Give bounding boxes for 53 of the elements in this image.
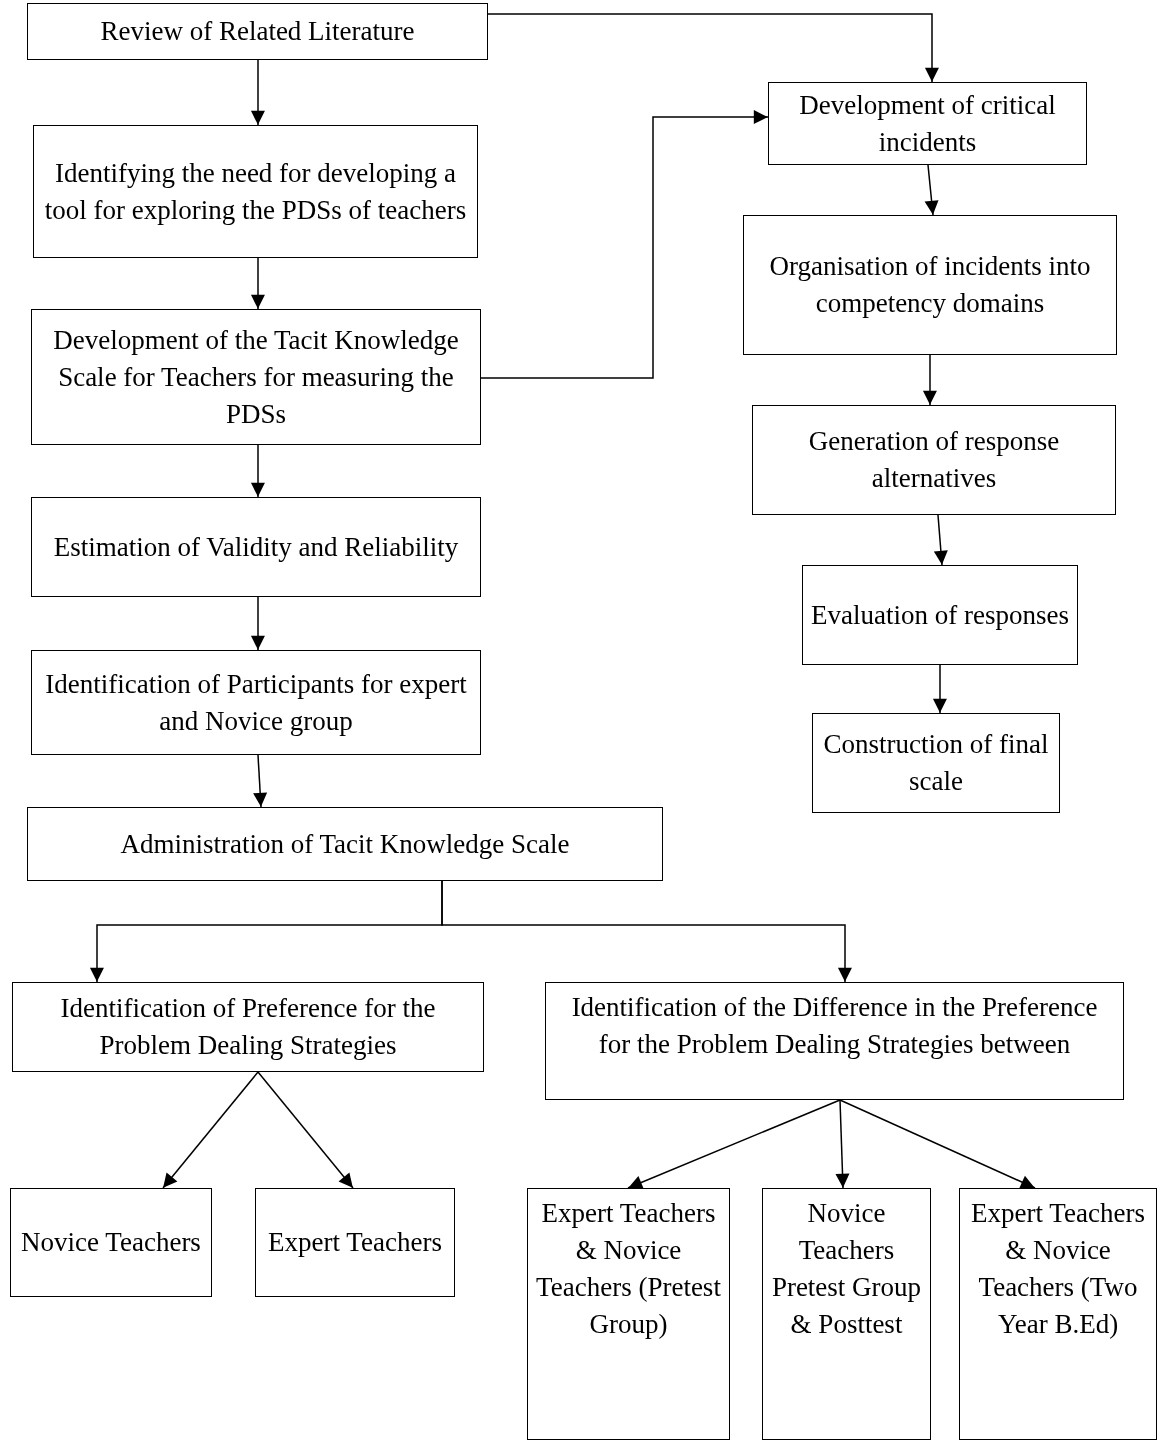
process-box xyxy=(545,982,1124,1100)
process-box xyxy=(10,1188,212,1297)
box-text: Administration of Tacit Knowledge Scale xyxy=(120,827,570,861)
arrow xyxy=(257,1071,354,1189)
arrow xyxy=(932,664,947,714)
box-text: Construction of final scale xyxy=(822,728,1050,798)
box-text: Identification of the Difference in the Preference for the Problem Dealing Strategies between xyxy=(570,991,1099,1061)
arrow xyxy=(839,1099,1036,1189)
process-box xyxy=(31,497,481,597)
process-box xyxy=(27,807,663,881)
process-box xyxy=(802,565,1078,665)
box-text: Identifying the need for developing a tool for exploring the PDSs of teachers xyxy=(43,156,468,227)
process-box xyxy=(959,1188,1157,1440)
box-text: Expert Teachers & Novice Teachers (Pretest Group) xyxy=(536,1197,721,1341)
process-box xyxy=(743,215,1117,355)
arrow xyxy=(250,257,265,310)
process-box xyxy=(255,1188,455,1297)
arrow xyxy=(250,59,265,126)
process-box xyxy=(768,82,1087,165)
process-box xyxy=(527,1188,730,1440)
process-box xyxy=(33,125,478,258)
box-text: Development of the Tacit Knowledge Scale for Teachers for measuring the PDSs xyxy=(52,323,460,431)
box-text: Review of Related Literature xyxy=(100,15,415,48)
box-text: Novice Teachers xyxy=(21,1226,201,1259)
box-text: Estimation of Validity and Reliability xyxy=(53,530,459,564)
arrow xyxy=(933,514,948,566)
arrow xyxy=(835,1099,850,1189)
box-text: Expert Teachers xyxy=(268,1226,442,1259)
box-text: Development of critical incidents xyxy=(798,88,1057,159)
arrow xyxy=(924,164,939,216)
process-box xyxy=(31,309,481,445)
arrow xyxy=(487,13,939,83)
process-box xyxy=(31,650,481,755)
arrow xyxy=(250,444,265,498)
box-text: Organisation of incidents into competency domains xyxy=(768,250,1092,320)
process-box xyxy=(12,982,484,1072)
box-text: Identification of Participants for expert and Novice group xyxy=(44,667,468,738)
arrow xyxy=(250,596,265,651)
box-text: Identification of Preference for the Problem Dealing Strategies xyxy=(59,992,437,1062)
process-box xyxy=(27,3,488,60)
process-box xyxy=(762,1188,931,1440)
process-box xyxy=(752,405,1116,515)
arrow xyxy=(441,880,852,983)
box-text: Expert Teachers & Novice Teachers (Two Year B.Ed) xyxy=(970,1197,1146,1341)
arrow xyxy=(162,1071,259,1189)
box-text: Novice Teachers Pretest Group & Posttest xyxy=(771,1197,922,1341)
arrow xyxy=(627,1099,841,1189)
arrow xyxy=(253,754,268,808)
box-text: Generation of response alternatives xyxy=(807,425,1061,495)
arrow xyxy=(480,110,769,379)
arrow xyxy=(922,354,937,406)
process-box xyxy=(812,713,1060,813)
box-text: Evaluation of responses xyxy=(811,598,1069,632)
